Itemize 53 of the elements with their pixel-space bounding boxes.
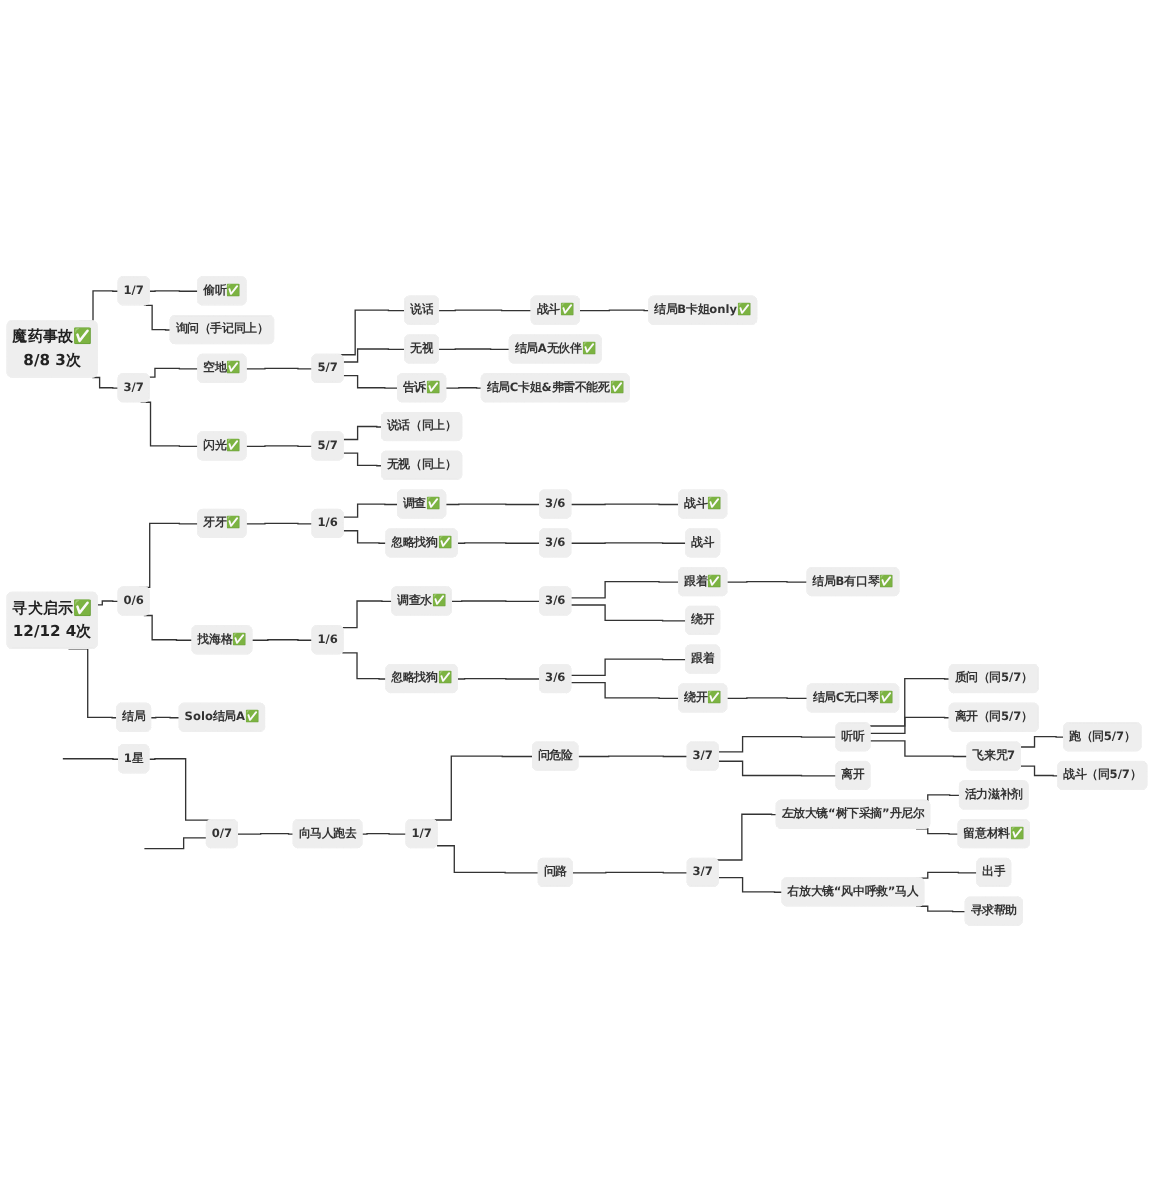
connector: [436, 845, 540, 874]
connector: [445, 503, 541, 506]
connector: [143, 614, 194, 641]
connector: [143, 304, 172, 331]
connector: [96, 600, 120, 606]
connector: [570, 681, 680, 700]
connector: [438, 348, 511, 351]
connector: [445, 387, 483, 389]
connector: [718, 760, 838, 777]
connector: [237, 832, 295, 835]
connector: [338, 309, 406, 356]
connector: [148, 367, 199, 378]
connector: [342, 503, 399, 518]
connector: [577, 755, 689, 758]
connector: [342, 452, 383, 467]
connector: [341, 600, 393, 629]
connector: [726, 697, 809, 700]
connector: [570, 658, 687, 677]
connector: [91, 376, 120, 389]
connector: [341, 652, 388, 680]
connector: [245, 522, 314, 525]
connector: [457, 542, 541, 544]
connector: [438, 309, 533, 312]
connector: [570, 503, 680, 506]
connector: [251, 639, 314, 641]
connector: [342, 348, 406, 363]
connector: [149, 290, 199, 292]
connector: [150, 716, 181, 719]
connector: [62, 758, 120, 760]
connector: [361, 832, 408, 835]
connector: [451, 600, 541, 603]
connector: [869, 740, 969, 758]
connector: [457, 677, 541, 680]
connector: [716, 813, 778, 861]
connector: [869, 716, 951, 734]
connector: [342, 374, 399, 389]
connector: [342, 530, 388, 544]
connector: [342, 425, 383, 441]
connector: [245, 445, 314, 448]
connector: [1020, 736, 1065, 748]
connector: [869, 677, 951, 727]
connector: [571, 871, 689, 874]
connector: [143, 837, 208, 850]
connector: [245, 367, 314, 370]
connector: [570, 604, 687, 622]
connector: [718, 736, 838, 753]
connector: [570, 542, 687, 544]
connector: [1020, 765, 1059, 777]
connector: [148, 758, 212, 821]
connector: [570, 580, 680, 599]
connector: [579, 309, 650, 312]
connector: [718, 876, 784, 893]
connector: [726, 580, 809, 583]
